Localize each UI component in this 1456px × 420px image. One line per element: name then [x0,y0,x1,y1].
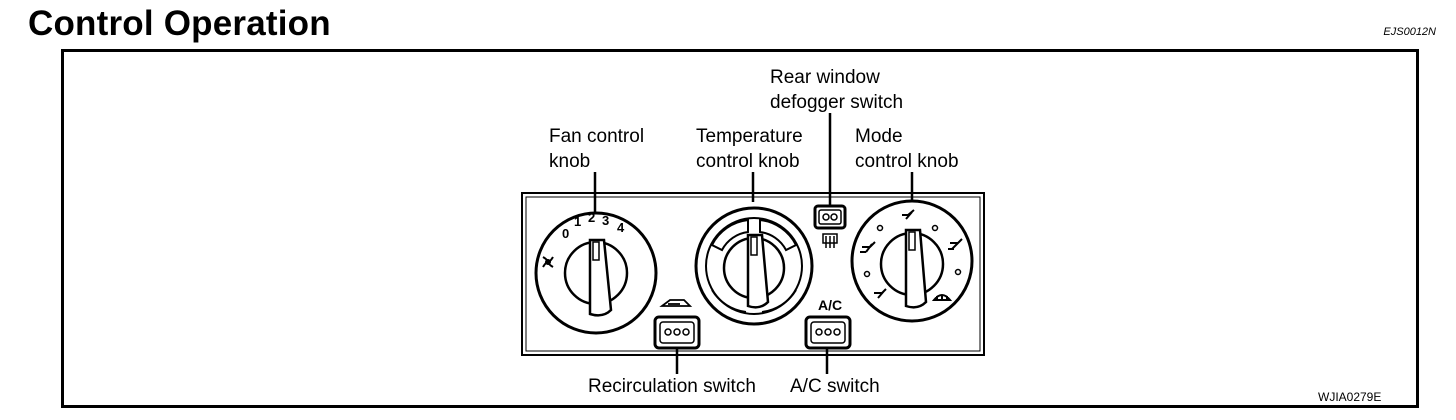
fan-icon [542,256,554,268]
ac-legend: A/C [818,297,842,313]
rear-defogger-label: Rear window defogger switch [770,67,904,113]
defrost-icon [931,294,953,301]
section-code: EJS0012N [1383,26,1436,38]
fan-speed-4: 4 [617,220,625,235]
fan-speed-2: 2 [588,210,595,225]
foot-defrost-icon [874,288,887,299]
temperature-control-knob[interactable] [694,206,814,326]
leader-lines [593,113,914,374]
temp-knob-label: Temperature control knob [696,126,803,172]
fan-speed-1: 1 [574,214,581,229]
figure-code: WJIA0279E [1318,390,1382,404]
bilevel-icon [860,241,876,253]
fan-speed-0: 0 [562,226,569,241]
figure-frame [61,49,1419,408]
recirculation-icon [659,299,693,307]
ac-switch-label: A/C switch [790,376,880,397]
fan-control-knob[interactable]: 0 1 2 3 4 [534,210,658,335]
mode-knob-label: Mode control knob [855,126,959,172]
mode-position-dots [863,224,962,278]
page-title: Control Operation [28,4,331,43]
rear-defrost-icon [822,233,838,248]
ac-switch[interactable]: A/C [804,297,852,350]
foot-icon [948,238,963,250]
fan-speed-3: 3 [602,213,609,228]
fan-knob-label: Fan control knob [549,126,645,172]
vent-icon [902,209,915,220]
rear-defogger-switch[interactable] [813,204,847,248]
mode-control-knob[interactable] [850,199,974,323]
recirc-switch-label: Recirculation switch [588,376,756,397]
recirculation-switch[interactable] [653,299,701,350]
